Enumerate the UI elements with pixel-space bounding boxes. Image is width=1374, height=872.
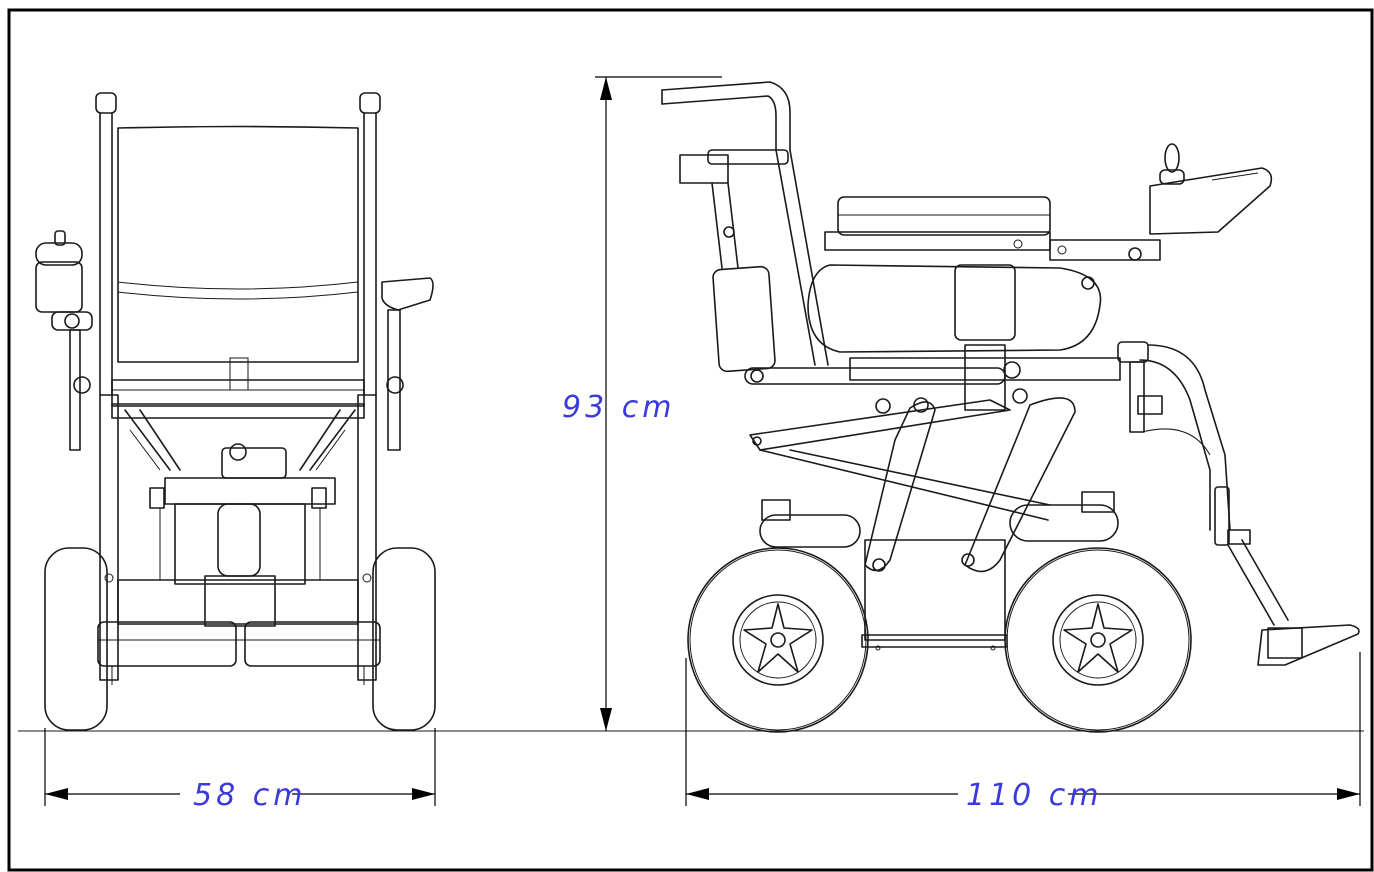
front-wheel-side bbox=[1004, 547, 1192, 733]
left-push-handle bbox=[95, 92, 117, 114]
front-view bbox=[35, 92, 436, 731]
side-footplate bbox=[1257, 624, 1360, 666]
left-footplate bbox=[97, 621, 237, 667]
side-backrest bbox=[712, 265, 776, 373]
length-dimension bbox=[685, 652, 1361, 806]
side-push-handle bbox=[661, 81, 791, 151]
right-push-handle bbox=[359, 92, 381, 114]
front-motor bbox=[221, 447, 287, 479]
side-seat-cushion bbox=[807, 264, 1102, 353]
front-right-wheel bbox=[372, 547, 436, 731]
side-view bbox=[661, 81, 1360, 733]
battery-box bbox=[174, 503, 306, 585]
joystick-front bbox=[35, 230, 93, 451]
front-left-wheel bbox=[44, 547, 108, 731]
joystick-side bbox=[1149, 143, 1273, 235]
front-backrest bbox=[117, 125, 359, 363]
front-seat bbox=[111, 379, 365, 407]
height-dimension bbox=[595, 76, 722, 731]
side-legrest bbox=[1139, 344, 1231, 531]
armrest-front bbox=[381, 277, 434, 311]
drawing-border bbox=[7, 8, 1374, 872]
height-dimension-label: 93 cm bbox=[562, 390, 675, 425]
length-dimension-label: 110 cm bbox=[966, 778, 1103, 813]
width-dimension bbox=[44, 728, 436, 806]
side-armrest bbox=[837, 196, 1051, 236]
side-chassis bbox=[864, 539, 1006, 641]
right-footplate bbox=[244, 621, 381, 667]
width-dimension-label: 58 cm bbox=[193, 778, 306, 813]
rear-wheel-side bbox=[687, 547, 869, 733]
